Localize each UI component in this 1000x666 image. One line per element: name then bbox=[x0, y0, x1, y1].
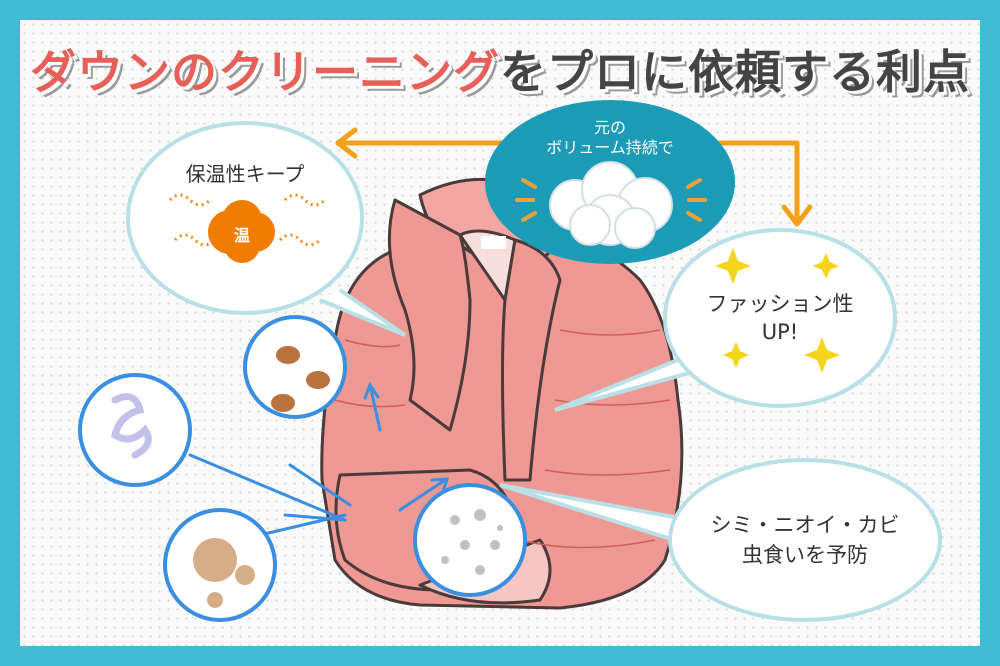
fashion-line1: ファッション性 bbox=[706, 292, 854, 316]
mold-circle bbox=[413, 483, 527, 597]
sparkle-icons bbox=[715, 248, 840, 373]
stain-icon bbox=[193, 538, 255, 608]
fashion-label: ファッション性 UP! bbox=[680, 290, 880, 346]
warmth-label: 保温性キープ bbox=[185, 162, 305, 186]
mold-icon bbox=[441, 509, 503, 575]
odor-circle bbox=[78, 373, 192, 487]
page-title: ダウンのクリーニングをプロに依頼する利点 bbox=[0, 36, 1000, 102]
warm-cloud-icon bbox=[168, 193, 327, 263]
prevent-line1: シミ・ニオイ・カビ bbox=[710, 513, 900, 537]
mite-icons bbox=[271, 346, 330, 412]
volume-label: 元のボリューム持続で bbox=[530, 118, 690, 158]
fashion-line2: UP! bbox=[761, 320, 799, 344]
prevent-line2: 虫食いを予防 bbox=[742, 543, 868, 567]
speech-bubbles bbox=[126, 121, 942, 622]
title-rest: をプロに依頼する利点 bbox=[500, 45, 970, 99]
title-highlight: ダウンのクリーニング bbox=[30, 45, 500, 99]
volume-line1: 元の bbox=[593, 118, 626, 137]
mite-circle bbox=[243, 315, 347, 419]
odor-icon bbox=[111, 393, 152, 459]
warm-label: 温 bbox=[233, 226, 250, 245]
volume-line2: ボリューム持続で bbox=[546, 138, 674, 157]
fluffy-cloud-icon bbox=[515, 161, 707, 249]
blue-arrows bbox=[188, 381, 450, 537]
prevent-label: シミ・ニオイ・カビ虫食いを予防 bbox=[695, 510, 915, 570]
